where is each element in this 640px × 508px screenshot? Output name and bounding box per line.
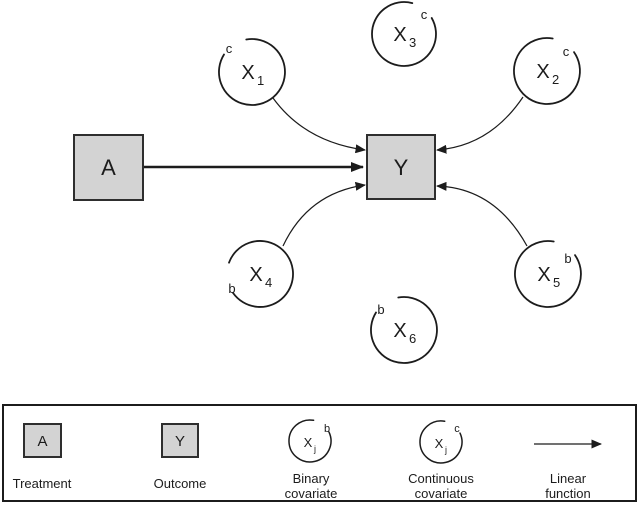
covariate-x2-subscript: 2: [552, 72, 559, 87]
legend-continuous-circle: [419, 420, 463, 464]
covariate-x4-circle: [228, 240, 294, 308]
edge-x2-to-outcome: [436, 96, 524, 154]
outcome-label: Y: [394, 155, 409, 180]
treatment-square: [73, 134, 144, 201]
legend-outcome-label: Outcome: [154, 476, 207, 491]
treatment-label: A: [101, 155, 116, 180]
covariate-node-x4: X 4 b: [228, 240, 294, 308]
legend-treatment-square: [23, 423, 62, 458]
covariate-x3-type-letter: c: [421, 7, 428, 22]
covariate-x2-circle: [513, 37, 581, 105]
legend-treatment-symbol: A: [37, 433, 47, 450]
edge-x5-to-outcome: [436, 181, 528, 247]
legend-outcome-square: [161, 423, 199, 458]
legend-linear-label-line1: Linear: [550, 471, 587, 486]
legend-binary-subscript: j: [313, 444, 316, 454]
legend: A Treatment Y Outcome X j b Binary covar…: [2, 404, 637, 502]
covariate-x6-type-letter: b: [377, 302, 384, 317]
covariate-x3-subscript: 3: [409, 35, 416, 50]
legend-binary-symbol: X: [304, 435, 313, 450]
legend-binary-label-line2: covariate: [285, 486, 338, 501]
covariate-x3-label: X: [393, 24, 406, 46]
outcome-node: Y: [366, 134, 436, 200]
treatment-node: A: [73, 134, 144, 201]
covariate-node-x5: X 5 b: [514, 240, 582, 308]
covariate-x1-subscript: 1: [257, 73, 264, 88]
covariate-x5-label: X: [537, 264, 550, 286]
covariate-x6-subscript: 6: [409, 331, 416, 346]
covariate-x4-subscript: 4: [265, 275, 272, 290]
covariate-x1-type-letter: c: [226, 41, 233, 56]
legend-item-treatment: A Treatment: [13, 423, 72, 491]
legend-treatment-label: Treatment: [13, 476, 72, 491]
covariate-x5-type-letter: b: [564, 251, 571, 266]
legend-continuous-type-letter: c: [454, 423, 460, 435]
legend-outcome-symbol: Y: [175, 433, 185, 450]
legend-binary-type-letter: b: [324, 423, 330, 435]
covariate-x2-type-letter: c: [563, 44, 570, 59]
legend-continuous-symbol: X: [435, 436, 444, 451]
legend-item-outcome: Y Outcome: [154, 423, 207, 491]
covariate-x1-circle: [218, 38, 286, 106]
covariate-x5-subscript: 5: [553, 275, 560, 290]
covariate-x3-circle: [371, 1, 437, 67]
legend-continuous-label-line1: Continuous: [408, 471, 474, 486]
legend-item-binary-covariate: X j b Binary covariate: [285, 419, 338, 501]
covariate-x2-label: X: [536, 61, 549, 83]
covariate-x4-label: X: [249, 264, 262, 286]
covariate-x6-circle: [370, 296, 438, 364]
edge-x4-to-outcome: [282, 181, 366, 247]
legend-binary-circle: [288, 419, 332, 463]
covariate-node-x6: X 6 b: [370, 296, 438, 364]
edge-x1-to-outcome: [272, 97, 366, 154]
covariate-x6-label: X: [393, 320, 406, 342]
legend-box: [2, 404, 637, 502]
legend-item-continuous-covariate: X j c Continuous covariate: [408, 420, 474, 501]
covariate-x1-label: X: [241, 62, 254, 84]
covariate-x5-circle: [514, 240, 582, 308]
covariate-node-x2: X 2 c: [513, 37, 581, 105]
covariate-node-x1: X 1 c: [218, 38, 286, 106]
covariate-x4-type-letter: b: [228, 281, 235, 296]
legend-binary-label-line1: Binary: [293, 471, 330, 486]
legend-item-linear-function: Linear function: [534, 439, 602, 501]
edges: [143, 96, 528, 247]
outcome-square: [366, 134, 436, 200]
covariate-node-x3: X 3 c: [371, 1, 437, 67]
legend-continuous-subscript: j: [444, 445, 447, 455]
legend-linear-label-line2: function: [545, 486, 591, 501]
legend-continuous-label-line2: covariate: [415, 486, 468, 501]
